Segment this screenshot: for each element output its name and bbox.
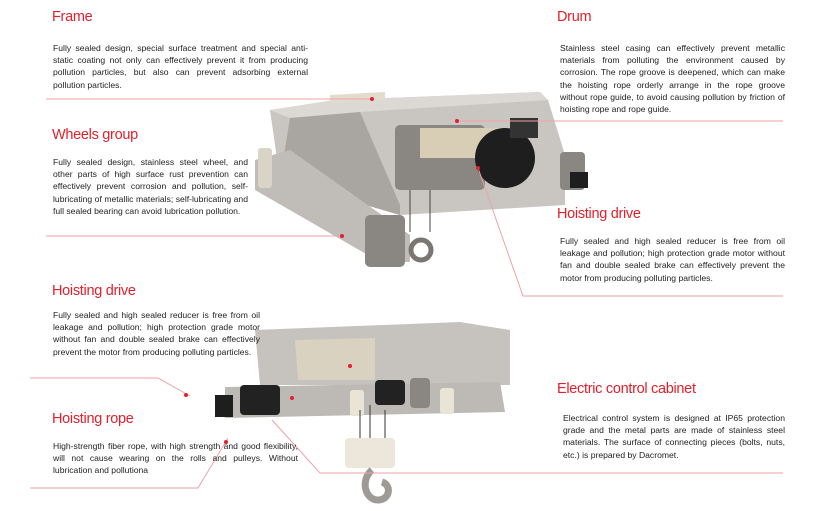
hoisting-rope-description: High-strength fiber rope, with high stre… [53, 441, 298, 476]
top-crane-image [255, 92, 588, 267]
bottom-crane-image [215, 322, 510, 504]
wheels-group-description: Fully sealed design, stainless steel whe… [53, 157, 248, 216]
hoisting-drive-left-description: Fully sealed and high sealed reducer is … [53, 310, 260, 357]
frame-description: Fully sealed design, special surface tre… [53, 43, 308, 90]
hoisting-drive-left-title: Hoisting drive [52, 283, 136, 299]
electric-control-cabinet-description: Electrical control system is designed at… [563, 413, 785, 460]
drum-description: Stainless steel casing can effectively p… [560, 43, 785, 115]
frame-title: Frame [52, 9, 93, 25]
drum-title: Drum [557, 9, 592, 25]
leader-lines [30, 98, 783, 489]
hoisting-drive-right-title: Hoisting drive [557, 206, 641, 222]
leader-dots [184, 97, 480, 444]
wheels-group-title: Wheels group [52, 127, 138, 143]
electric-control-cabinet-title: Electric control cabinet [557, 381, 696, 397]
hoisting-rope-title: Hoisting rope [52, 411, 134, 427]
hoisting-drive-right-description: Fully sealed and high sealed reducer is … [560, 236, 785, 283]
